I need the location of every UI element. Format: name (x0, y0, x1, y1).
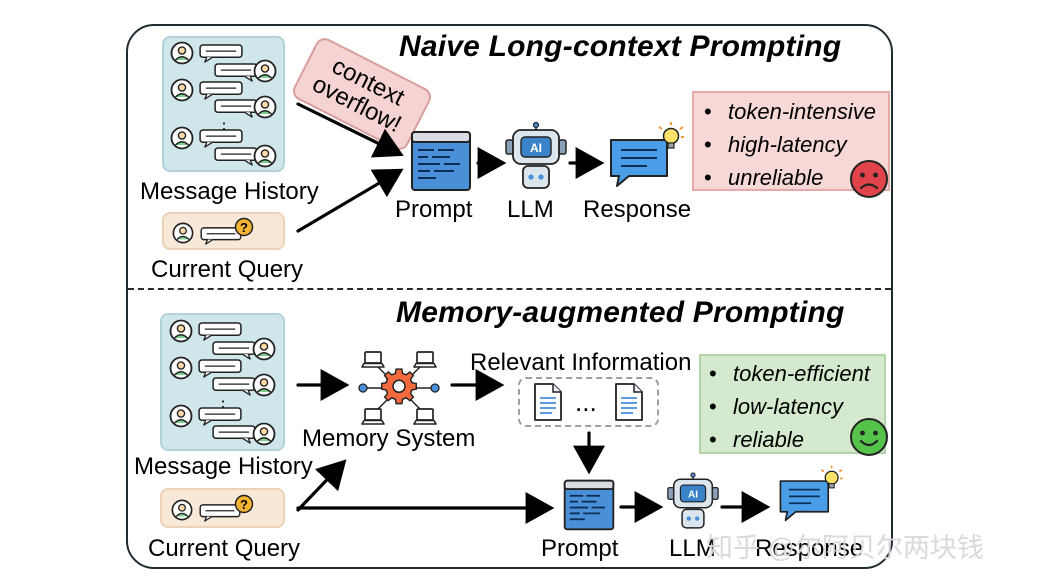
naive-section-title: Naive Long-context Prompting (399, 30, 842, 63)
llm-robot-icon-top: AI (505, 121, 567, 189)
relevant-information-label: Relevant Information (470, 349, 692, 376)
current-query-label-bottom: Current Query (148, 535, 301, 562)
arrow-history-to-prompt-top (296, 102, 404, 158)
memory-system-icon (358, 351, 440, 425)
current-query-icon: ? (172, 217, 254, 245)
message-history-icon: ⋮ (169, 319, 276, 446)
relevant-information-box: ... (518, 377, 659, 427)
llm-label-bottom: LLM (669, 535, 716, 562)
drawbacks-list: •token-intensive •high-latency •unreliab… (694, 93, 888, 194)
drawback-item: •high-latency (704, 132, 847, 157)
zhihu-watermark: 知乎 @尔阿贝尔两块钱 (706, 533, 984, 563)
llm-robot-icon-bottom: AI (667, 472, 719, 529)
current-query-icon: ? (171, 494, 254, 522)
prompt-window-icon-top (411, 131, 471, 191)
prompt-label-top: Prompt (395, 196, 473, 223)
svg-text:?: ? (240, 497, 248, 512)
prompt-window-icon-bottom (563, 479, 615, 531)
message-history-icon: ⋮ (170, 41, 277, 168)
drawback-item: •token-intensive (704, 99, 876, 124)
svg-text:AI: AI (688, 490, 698, 501)
response-label-top: Response (583, 196, 692, 223)
arrow-query-to-prompt-top (296, 168, 404, 233)
memory-section-title: Memory-augmented Prompting (396, 296, 845, 329)
drawback-item: •unreliable (704, 165, 824, 190)
benefit-item: •low-latency (709, 394, 844, 419)
drawbacks-panel: •token-intensive •high-latency •unreliab… (692, 91, 890, 191)
section-divider (128, 288, 891, 290)
arrow-query-to-memory (296, 459, 347, 512)
prompt-label-bottom: Prompt (541, 535, 619, 562)
benefit-item: •token-efficient (709, 361, 870, 386)
benefit-item: •reliable (709, 427, 804, 452)
current-query-box-bottom: ? (160, 488, 285, 528)
happy-face-icon (850, 418, 888, 456)
memory-system-label: Memory System (302, 425, 476, 452)
llm-label-top: LLM (507, 196, 554, 223)
current-query-box-top: ? (162, 212, 285, 250)
current-query-label-top: Current Query (151, 256, 304, 283)
response-label-bottom: Response (755, 535, 864, 562)
documents-ellipsis: ... (575, 387, 597, 417)
message-history-box-top: ⋮ (162, 36, 285, 172)
response-bubble-icon-bottom (779, 465, 843, 522)
message-history-box-bottom: ⋮ (160, 313, 285, 451)
message-history-label-bottom: Message History (134, 453, 313, 480)
benefits-panel: •token-efficient •low-latency •reliable (699, 354, 886, 454)
svg-text:?: ? (240, 220, 248, 235)
benefits-list: •token-efficient •low-latency •reliable (701, 356, 884, 456)
message-history-label-top: Message History (140, 178, 319, 205)
sad-face-icon (850, 160, 888, 198)
response-bubble-icon-top (610, 122, 684, 187)
svg-text:AI: AI (530, 141, 542, 155)
